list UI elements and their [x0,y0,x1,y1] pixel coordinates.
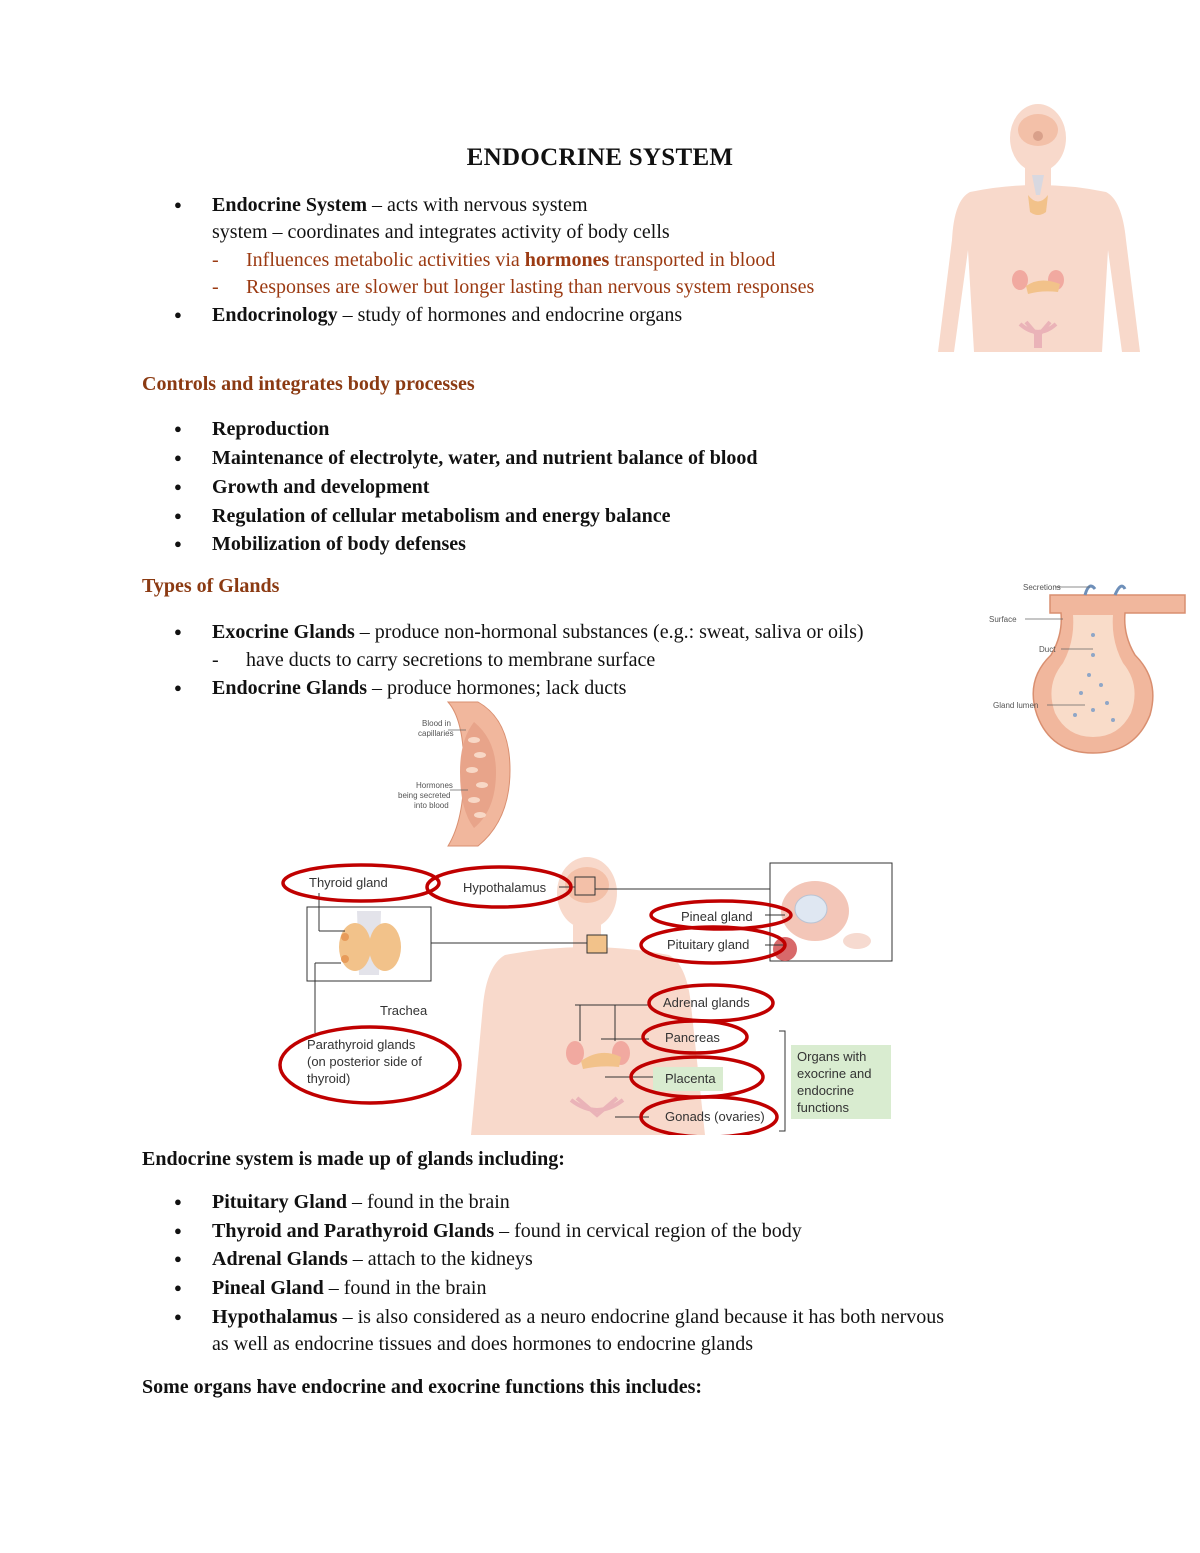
label-surface: Surface [989,615,1017,624]
exocrine-def: – produce non-hormonal substances (e.g.:… [354,621,864,643]
intro-item1-def: – acts with nervous system [367,194,588,216]
endocrine-term: Endocrine Glands [212,677,368,699]
gland-5-line2: as well as endocrine tissues and does ho… [212,1333,753,1355]
gland-item-pineal: Pineal Gland – found in the brain [174,1276,487,1300]
exocrine-sub: have ducts to carry secretions to membra… [212,648,655,672]
types-item-exocrine: Exocrine Glands – produce non-hormonal s… [174,620,864,644]
controls-item-5: Mobilization of body defenses [174,532,466,556]
endocrine-organs-diagram: Thyroid gland Hypothalamus Pineal gland … [278,857,893,1135]
label-hormones-2: being secreted [398,791,450,800]
types-item-endocrine: Endocrine Glands – produce hormones; lac… [174,676,627,700]
label-trachea: Trachea [380,1003,428,1018]
gland-2-def: – found in cervical region of the body [494,1220,802,1242]
label-gland-lumen: Gland lumen [993,701,1038,710]
intro-item2-def: – study of hormones and endocrine organs [337,304,683,326]
page-title: ENDOCRINE SYSTEM [466,144,734,171]
intro-sub1-bold: hormones [524,249,610,271]
intro-item1-term: Endocrine System [212,194,367,216]
organs-box-line-4: functions [797,1100,850,1115]
intro-sub-hormones: Influences metabolic activities via horm… [212,248,776,272]
circle-parathyroid [278,1025,462,1105]
endocrine-def: – produce hormones; lack ducts [367,677,627,699]
controls-heading: Controls and integrates body processes [142,373,475,395]
gland-2-term: Thyroid and Parathyroid Glands [212,1220,495,1242]
organs-box-line-3: endocrine [797,1083,854,1098]
circle-pancreas [641,1019,749,1055]
circle-thyroid [281,863,441,903]
label-hypothalamus: Hypothalamus [463,880,547,895]
gland-4-term: Pineal Gland [212,1277,324,1299]
gland-item-thyroid: Thyroid and Parathyroid Glands – found i… [174,1219,802,1243]
label-parathyroid-1: Parathyroid glands [307,1037,416,1052]
gland-5-term: Hypothalamus [212,1306,338,1328]
label-hormones-3: into blood [414,801,449,810]
gland-1-term: Pituitary Gland [212,1191,348,1213]
types-heading: Types of Glands [142,575,280,597]
organs-box-line-1: Organs with [797,1049,866,1064]
circle-pineal [649,899,793,931]
controls-item-1: Reproduction [174,417,330,441]
label-placenta: Placenta [665,1071,716,1086]
controls-item-3: Growth and development [174,475,429,499]
label-pineal-gland: Pineal gland [681,909,753,924]
gland-item-adrenal: Adrenal Glands – attach to the kidneys [174,1247,533,1271]
label-thyroid-gland: Thyroid gland [309,875,388,890]
gland-3-def: – attach to the kidneys [347,1248,533,1270]
exocrine-term: Exocrine Glands [212,621,355,643]
intro-sub1-post: transported in blood [609,249,776,271]
gland-5-def: – is also considered as a neuro endocrin… [337,1306,945,1328]
gland-4-def: – found in the brain [323,1277,487,1299]
label-parathyroid-2: (on posterior side of [307,1054,422,1069]
body-silhouette-figure [938,104,1140,352]
label-secretions: Secretions [1023,583,1061,592]
label-duct: Duct [1039,645,1056,654]
label-gonads: Gonads (ovaries) [665,1109,765,1124]
label-pancreas: Pancreas [665,1030,720,1045]
gland-item-hypothalamus: Hypothalamus – is also considered as a n… [174,1305,945,1329]
intro-item-endocrine-system: Endocrine System – acts with nervous sys… [174,193,588,217]
gland-item-pituitary: Pituitary Gland – found in the brain [174,1190,510,1214]
gland-3-term: Adrenal Glands [212,1248,348,1270]
exocrine-gland-figure: Secretions Surface Duct Gland lumen [989,583,1186,754]
endocrine-gland-figure: Blood in capillaries Hormones being secr… [398,701,511,847]
circle-hypothalamus [425,865,573,909]
intro-sub-responses: Responses are slower but longer lasting … [212,275,814,299]
label-blood-capillaries-2: capillaries [418,729,454,738]
intro-item2-term: Endocrinology [212,304,338,326]
controls-item-2: Maintenance of electrolyte, water, and n… [174,446,757,470]
gland-1-def: – found in the brain [347,1191,510,1213]
label-adrenal-glands: Adrenal glands [663,995,750,1010]
intro-item-endocrinology: Endocrinology – study of hormones and en… [174,303,683,327]
closing-heading: Some organs have endocrine and exocrine … [142,1376,703,1398]
label-hormones-1: Hormones [416,781,453,790]
organs-box-line-2: exocrine and [797,1066,871,1081]
label-parathyroid-3: thyroid) [307,1071,350,1086]
label-blood-capillaries-1: Blood in [422,719,451,728]
circle-gonads [639,1095,779,1135]
made-up-heading: Endocrine system is made up of glands in… [142,1148,565,1170]
controls-item-4: Regulation of cellular metabolism and en… [174,504,670,528]
label-pituitary-gland: Pituitary gland [667,937,749,952]
intro-item1-line2: system – coordinates and integrates acti… [212,221,670,243]
circle-pituitary [639,925,787,965]
intro-sub1-pre: Influences metabolic activities via [246,249,525,271]
